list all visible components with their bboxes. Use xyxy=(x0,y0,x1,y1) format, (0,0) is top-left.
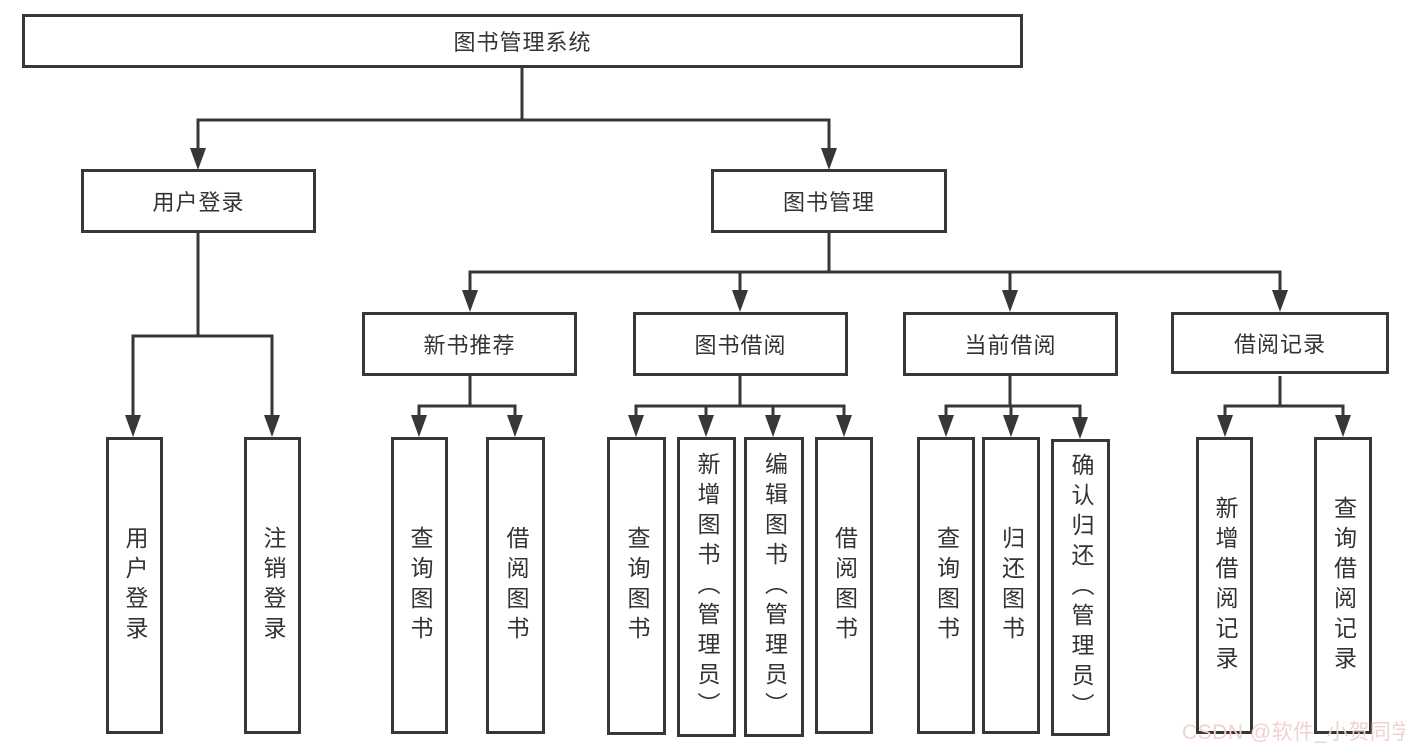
node-book-borrowing: 图书借阅 xyxy=(633,312,848,376)
node-leaf-add-books-admin: 新增图书（管理员） xyxy=(677,437,736,737)
node-leaf-logout: 注销登录 xyxy=(244,437,301,734)
node-leaf-confirm-return-admin: 确认归还（管理员） xyxy=(1051,439,1110,736)
node-leaf-query-books-current: 查询图书 xyxy=(917,437,975,734)
node-book-management-system: 图书管理系统 xyxy=(22,14,1023,68)
node-leaf-user-login: 用户登录 xyxy=(106,437,163,734)
node-user-login: 用户登录 xyxy=(81,169,316,233)
node-leaf-return-books: 归还图书 xyxy=(982,437,1040,734)
node-leaf-borrow-books: 借阅图书 xyxy=(815,437,873,734)
node-leaf-query-books-recommend: 查询图书 xyxy=(391,437,448,734)
node-leaf-edit-books-admin: 编辑图书（管理员） xyxy=(744,437,804,737)
node-borrowing-records: 借阅记录 xyxy=(1171,312,1389,374)
node-leaf-query-books-borrow: 查询图书 xyxy=(607,437,666,735)
csdn-watermark: CSDN @软件_小贺同学 xyxy=(1182,721,1405,744)
node-leaf-query-borrow-record: 查询借阅记录 xyxy=(1314,437,1372,734)
node-leaf-borrow-books-recommend: 借阅图书 xyxy=(486,437,545,734)
node-current-borrowing: 当前借阅 xyxy=(903,312,1118,376)
node-leaf-add-borrow-record: 新增借阅记录 xyxy=(1196,437,1253,734)
node-book-management: 图书管理 xyxy=(711,169,947,233)
node-new-book-recommendation: 新书推荐 xyxy=(362,312,577,376)
